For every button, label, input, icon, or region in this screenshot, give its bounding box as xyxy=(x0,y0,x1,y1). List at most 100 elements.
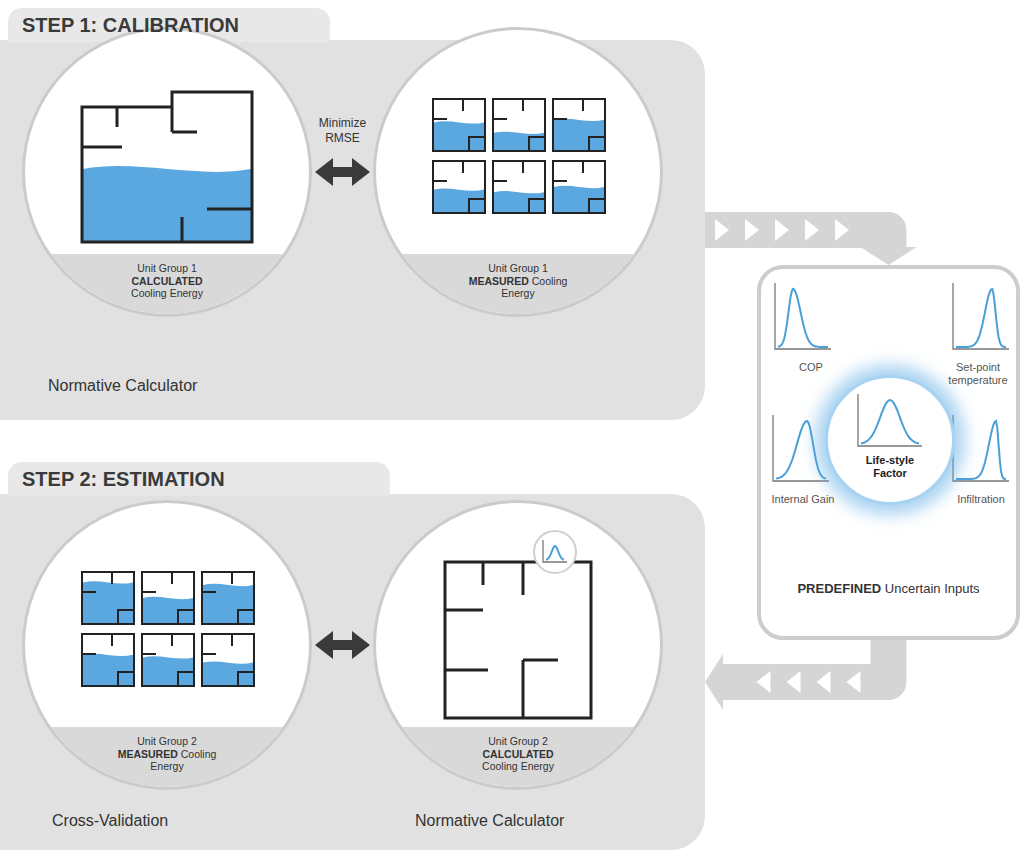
edge-label: Minimize RMSE xyxy=(303,116,383,146)
chevron-mark xyxy=(835,219,849,241)
chevron-mark xyxy=(715,219,729,241)
water-fill xyxy=(203,584,253,623)
input-label-holder: COP xyxy=(781,361,841,374)
input-label-holder: Set-point temperature xyxy=(943,361,1013,387)
step-caption: Normative Calculator xyxy=(415,812,564,830)
double-arrow-shape xyxy=(315,631,370,659)
input-label-holder: Infiltration xyxy=(945,493,1017,506)
distribution-curve xyxy=(778,289,828,347)
water-fill xyxy=(494,191,544,212)
caption-band: Unit Group 1 CALCULATED Cooling Energy xyxy=(25,254,309,314)
chart-axes xyxy=(858,394,922,446)
cooling-energy-label: Unit Group 1 CALCULATED Cooling Energy xyxy=(117,262,217,300)
mini-floor-plan xyxy=(493,161,545,213)
mini-floor-plan xyxy=(202,634,254,686)
chevron-mark xyxy=(745,219,759,241)
chevron-mark xyxy=(775,219,789,241)
bold-word: PREDEFINED xyxy=(797,581,881,596)
double-arrow xyxy=(315,631,370,659)
input-label: COP xyxy=(781,361,841,374)
circle-shape: Unit Group 1 MEASURED Cooling Energy xyxy=(373,27,663,317)
mini-floor-plan xyxy=(433,99,485,151)
floor-plan xyxy=(82,92,252,242)
water-fill xyxy=(434,121,484,150)
mini-floor-plan xyxy=(493,99,545,151)
water-fill xyxy=(434,188,484,212)
water-fill xyxy=(83,581,133,623)
chart-axes xyxy=(773,415,829,481)
flow-head xyxy=(861,247,917,265)
step-panel: STEP 2: ESTIMATION Unit Group 2 MEASURED … xyxy=(0,462,705,854)
flow-head xyxy=(705,654,723,710)
mini-floor-plan xyxy=(202,572,254,624)
mini-floor-plan xyxy=(553,161,605,213)
chart-axes xyxy=(543,540,567,562)
mini-floor-plan xyxy=(142,634,194,686)
floor-plan xyxy=(445,562,591,718)
circle-shape: Unit Group 2 MEASURED Cooling Energy xyxy=(22,500,312,790)
caption-band: Unit Group 1 MEASURED Cooling Energy xyxy=(376,254,660,314)
mini-floor-plan xyxy=(82,634,134,686)
circle-shape: Unit Group 1 CALCULATED Cooling Energy xyxy=(22,27,312,317)
bold-word: MEASURED xyxy=(118,748,178,760)
distribution-curve xyxy=(861,400,919,443)
water-fill xyxy=(83,654,133,685)
flow-band xyxy=(723,640,889,682)
panel-tab: STEP 1: CALIBRATION xyxy=(8,8,330,42)
bold-word: MEASURED xyxy=(469,275,529,287)
distribution-icon xyxy=(534,531,576,573)
flow-arrow xyxy=(705,219,917,265)
distribution-curve xyxy=(776,421,826,479)
double-arrow xyxy=(315,158,370,186)
cooling-energy-label: Unit Group 2 MEASURED Cooling Energy xyxy=(117,735,217,773)
chevron-mark xyxy=(817,671,831,693)
mini-floor-plan xyxy=(82,572,134,624)
step-heading: STEP 2: ESTIMATION xyxy=(8,462,225,496)
circle-shape: Unit Group 2 CALCULATED Cooling Energy xyxy=(373,500,663,790)
input-label: Infiltration xyxy=(945,493,1017,506)
step-panel: STEP 1: CALIBRATIONUnit Group 1 CALCULAT… xyxy=(0,8,705,420)
chevron-mark xyxy=(805,219,819,241)
flow-arrow xyxy=(705,640,889,710)
input-label-holder: Internal Gain xyxy=(767,493,839,506)
chart-axes xyxy=(953,283,1009,349)
unit-group-node: Unit Group 1 MEASURED Cooling Energy xyxy=(373,27,663,317)
water-fill xyxy=(494,132,544,150)
inputs-title: PREDEFINED Uncertain Inputs xyxy=(761,581,1016,597)
unit-group-node: Unit Group 2 CALCULATED Cooling EnergyNo… xyxy=(373,500,663,840)
step-caption: Cross-Validation xyxy=(52,812,168,830)
distribution-curve xyxy=(546,546,564,560)
inputs-box: PREDEFINED Uncertain Inputs Life-style Fa… xyxy=(757,265,1020,640)
caption-band: Unit Group 2 MEASURED Cooling Energy xyxy=(25,727,309,787)
bold-word: CALCULATED xyxy=(483,748,554,760)
step-caption: Normative Calculator xyxy=(48,377,197,395)
chevron-mark xyxy=(757,671,771,693)
lifestyle-label: Life-style Factor xyxy=(850,454,930,480)
input-label: Internal Gain xyxy=(767,493,839,506)
unit-group-node: Unit Group 2 MEASURED Cooling EnergyCros… xyxy=(22,500,312,840)
double-arrow-shape xyxy=(315,158,370,186)
bold-word: CALCULATED xyxy=(132,275,203,287)
chevron-mark xyxy=(847,671,861,693)
panel-tab: STEP 2: ESTIMATION xyxy=(8,462,390,496)
step-heading: STEP 1: CALIBRATION xyxy=(8,8,239,42)
cooling-energy-label: Unit Group 1 MEASURED Cooling Energy xyxy=(468,262,568,300)
lifestyle-chart xyxy=(828,378,952,502)
mini-floor-plan xyxy=(142,572,194,624)
water-fill xyxy=(143,656,193,685)
water-fill xyxy=(203,661,253,685)
mini-floor-plan xyxy=(433,161,485,213)
water-fill xyxy=(554,119,604,150)
water-fill xyxy=(83,166,251,241)
mini-floor-plan xyxy=(553,99,605,151)
distribution-curve xyxy=(956,289,1006,347)
lifestyle-circle: Life-style Factor xyxy=(825,375,955,505)
caption-band: Unit Group 2 CALCULATED Cooling Energy xyxy=(376,727,660,787)
chart-axes xyxy=(953,415,1009,481)
unit-group-node: Unit Group 1 CALCULATED Cooling EnergyNo… xyxy=(22,27,312,407)
flow-band xyxy=(705,230,889,249)
